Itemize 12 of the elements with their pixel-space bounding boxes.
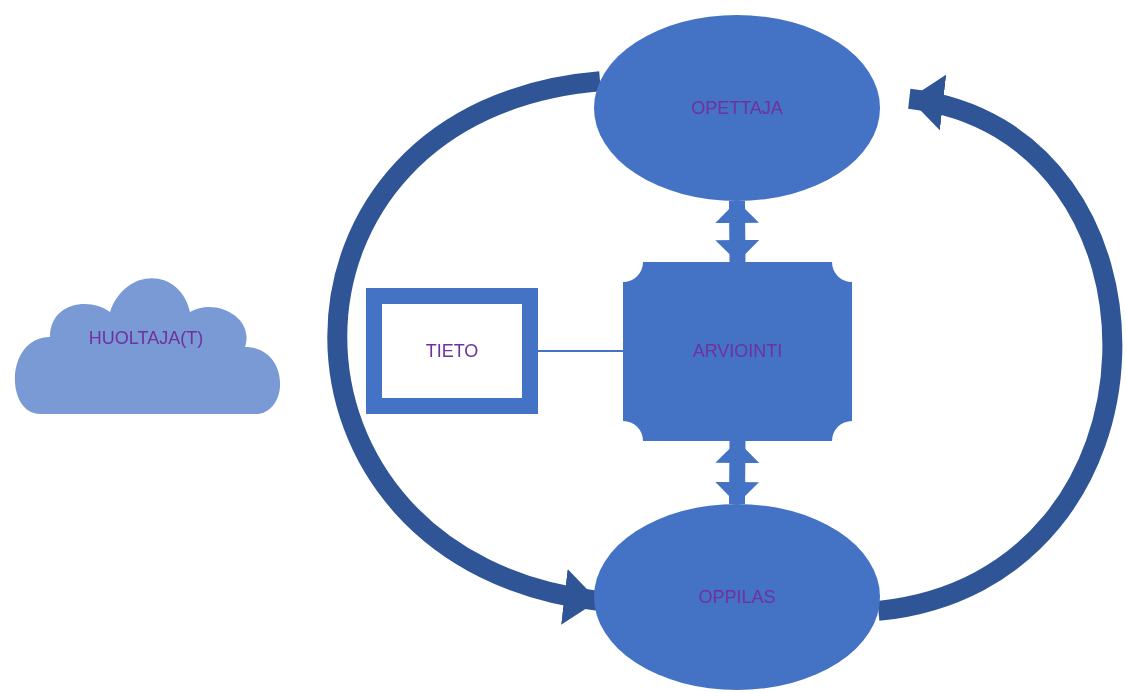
ellipse-node [594,15,880,201]
node-label: HUOLTAJA(T) [88,327,204,349]
node-label: OPETTAJA [691,97,783,119]
ellipse-node [594,504,880,690]
double-arrow [715,200,760,263]
node-label: OPPILAS [698,586,776,608]
double-arrow [715,440,760,505]
node-label: TIETO [425,340,479,362]
process-box [366,288,538,414]
process-box [623,262,852,441]
connector-line [537,350,624,352]
node-label: ARVIOINTI [692,341,783,362]
